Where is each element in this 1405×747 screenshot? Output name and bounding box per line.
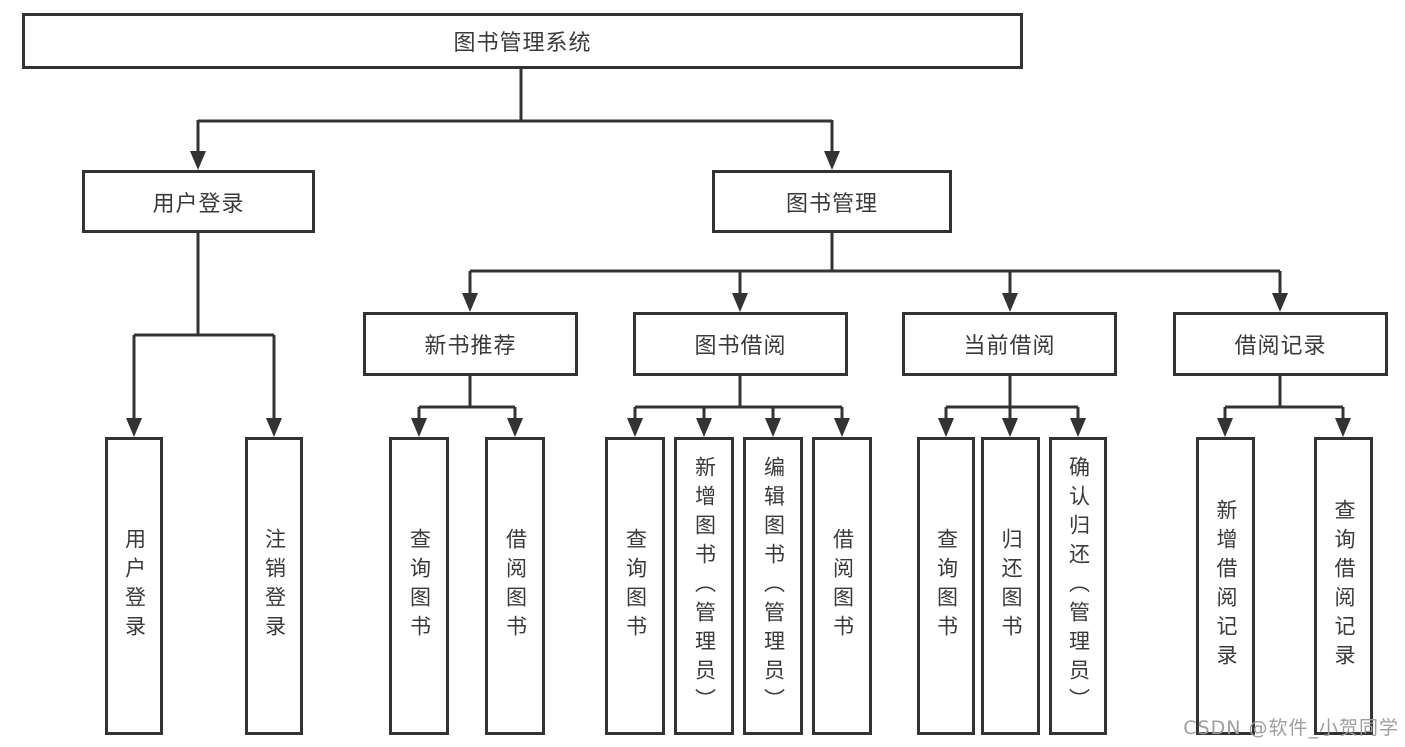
node-new-book-recommend: 新书推荐 bbox=[363, 312, 578, 376]
leaf-label: 借阅图书 bbox=[503, 528, 528, 644]
leaf-borrow-books: 借阅图书 bbox=[812, 437, 872, 735]
leaf-label: 注销登录 bbox=[262, 528, 287, 644]
leaf-label: 编辑图书（管理员） bbox=[761, 455, 786, 717]
node-borrow-records: 借阅记录 bbox=[1173, 312, 1388, 376]
leaf-return-books: 归还图书 bbox=[981, 437, 1040, 735]
node-label: 用户登录 bbox=[152, 191, 245, 217]
node-label: 图书借阅 bbox=[694, 334, 787, 359]
leaf-confirm-return-admin: 确认归还（管理员） bbox=[1049, 437, 1107, 735]
node-label: 当前借阅 bbox=[963, 334, 1056, 359]
leaf-label: 查询图书 bbox=[623, 528, 648, 644]
node-book-management: 图书管理 bbox=[712, 170, 952, 233]
leaf-edit-books-admin: 编辑图书（管理员） bbox=[743, 437, 803, 735]
leaf-label: 新增借阅记录 bbox=[1214, 499, 1238, 673]
node-root-library-system: 图书管理系统 bbox=[22, 13, 1023, 69]
leaf-label: 查询图书 bbox=[407, 528, 432, 644]
leaf-label: 归还图书 bbox=[999, 528, 1023, 644]
leaf-label: 用户登录 bbox=[122, 528, 147, 644]
leaf-label: 新增图书（管理员） bbox=[692, 455, 717, 717]
leaf-query-books-recommend: 查询图书 bbox=[389, 437, 449, 735]
node-label: 图书管理 bbox=[785, 191, 878, 217]
leaf-label: 查询图书 bbox=[934, 528, 959, 644]
leaf-logout: 注销登录 bbox=[245, 437, 303, 735]
leaf-add-borrow-record: 新增借阅记录 bbox=[1196, 437, 1255, 735]
node-book-borrow: 图书借阅 bbox=[633, 312, 848, 376]
leaf-query-books-borrow: 查询图书 bbox=[605, 437, 665, 735]
leaf-query-books-current: 查询图书 bbox=[917, 437, 975, 735]
node-label: 新书推荐 bbox=[424, 334, 517, 359]
leaf-label: 查询借阅记录 bbox=[1332, 499, 1356, 673]
node-label: 借阅记录 bbox=[1234, 334, 1327, 359]
csdn-watermark: CSDN @软件_小贺同学 bbox=[1183, 717, 1399, 739]
leaf-label: 借阅图书 bbox=[830, 528, 855, 644]
leaf-user-login: 用户登录 bbox=[105, 437, 163, 735]
node-root-label: 图书管理系统 bbox=[453, 31, 592, 56]
leaf-query-borrow-record: 查询借阅记录 bbox=[1314, 437, 1373, 735]
leaf-label: 确认归还（管理员） bbox=[1066, 455, 1091, 717]
leaf-borrow-books-recommend: 借阅图书 bbox=[485, 437, 545, 735]
node-user-login-branch: 用户登录 bbox=[82, 170, 315, 233]
node-current-borrow: 当前借阅 bbox=[902, 312, 1117, 376]
leaf-add-books-admin: 新增图书（管理员） bbox=[674, 437, 734, 735]
